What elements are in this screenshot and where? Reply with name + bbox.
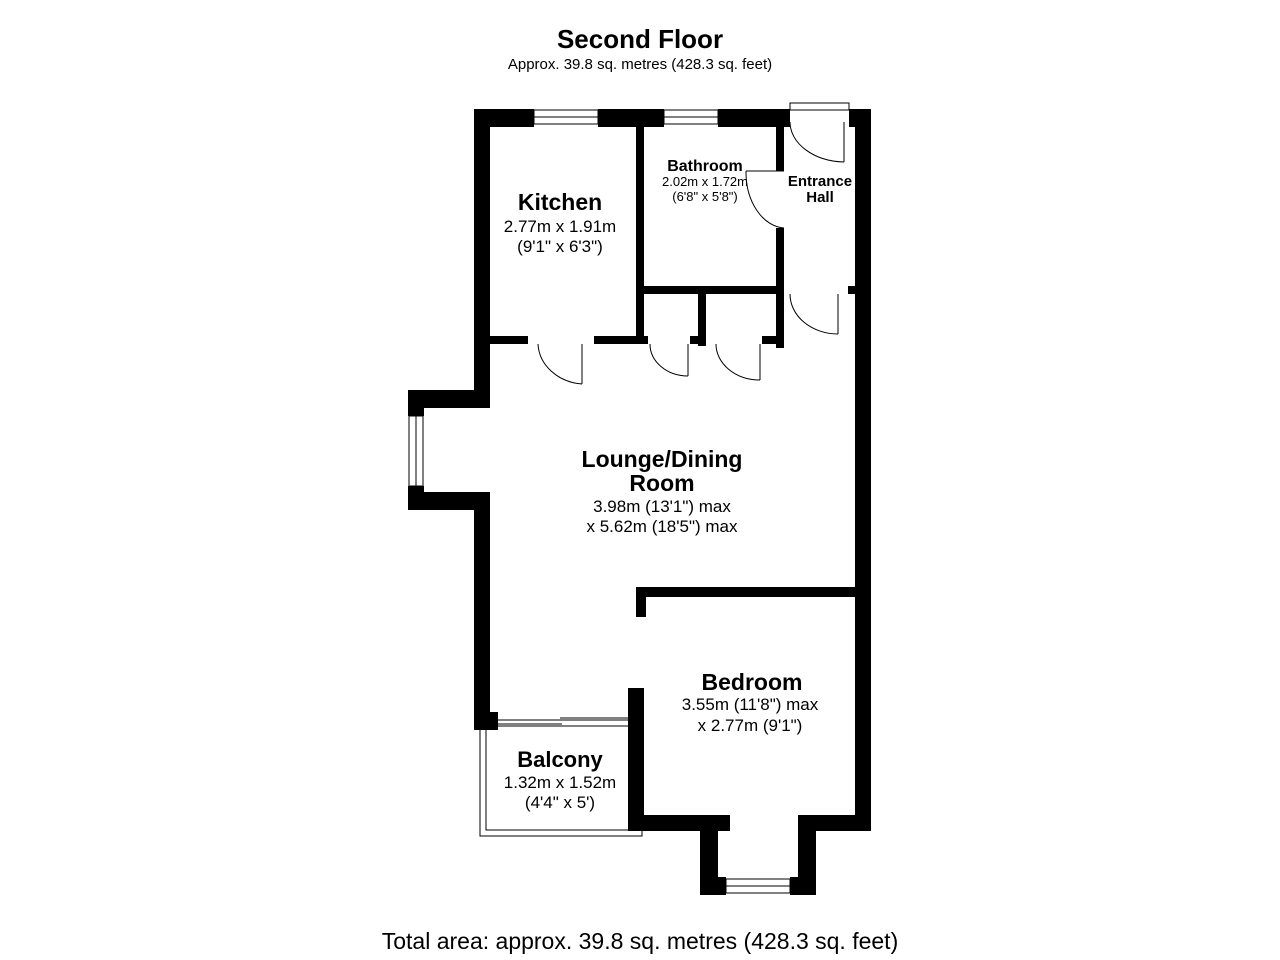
room-balcony: Balcony 1.32m x 1.52m (4'4" x 5') <box>504 747 616 812</box>
hall-door <box>789 293 839 335</box>
room-lounge: Lounge/Dining Room 3.98m (13'1") max x 5… <box>582 446 743 536</box>
wall-bay-bottom <box>408 492 490 510</box>
bathroom-window <box>663 109 719 125</box>
entrance-name-line2: Hall <box>806 189 834 206</box>
room-bathroom: Bathroom 2.02m x 1.72m (6'8" x 5'8") <box>662 158 748 204</box>
cupboard-door-2 <box>715 343 761 381</box>
kitchen-window <box>533 109 599 125</box>
wall-bedroom-top-stub <box>636 587 646 617</box>
wall-hall-partition-bottom <box>776 228 784 348</box>
bedroom-window <box>725 878 791 894</box>
wall-bedroom-bay-right <box>798 815 816 895</box>
entrance-name-line1: Entrance <box>788 173 852 190</box>
floor-title: Second Floor <box>556 24 724 54</box>
wall-bathroom-bottom <box>636 286 784 294</box>
bathroom-name: Bathroom <box>667 158 743 175</box>
wall-bedroom-top <box>636 587 861 597</box>
wall-kitchen-bottom-right <box>594 336 644 344</box>
bathroom-dim-metric: 2.02m x 1.72m <box>662 174 748 189</box>
wall-left-kitchen <box>474 109 490 391</box>
kitchen-name: Kitchen <box>518 189 602 215</box>
balcony-name: Balcony <box>517 747 603 772</box>
bedroom-name: Bedroom <box>702 669 803 695</box>
bathroom-door <box>745 170 785 229</box>
wall-right <box>855 109 871 831</box>
wall-bay-top <box>408 390 490 408</box>
kitchen-dim-metric: 2.77m x 1.91m <box>504 217 616 236</box>
room-bedroom: Bedroom 3.55m (11'8") max x 2.77m (9'1") <box>682 669 819 735</box>
balcony-dim-imperial: (4'4" x 5') <box>525 793 595 812</box>
wall-bottom-right <box>798 815 871 831</box>
bedroom-dim-length: x 2.77m (9'1") <box>698 716 803 735</box>
wall-bedroom-bay-left <box>700 815 718 895</box>
wall-top-mid <box>598 109 664 127</box>
lounge-name-line2: Room <box>629 470 694 496</box>
bathroom-dim-imperial: (6'8" x 5'8") <box>672 189 738 204</box>
wall-kitchen-right <box>636 109 644 343</box>
wall-bay-left-top <box>408 390 424 416</box>
kitchen-dim-imperial: (9'1" x 6'3") <box>517 237 603 256</box>
lounge-name-line1: Lounge/Dining <box>582 446 743 472</box>
wall-bedroom-bay-bl <box>700 877 726 895</box>
wall-cupboard-bottom-c <box>762 336 784 344</box>
wall-left-lounge <box>474 492 490 730</box>
kitchen-door <box>537 343 583 385</box>
wall-top-right <box>718 109 790 127</box>
wall-cupboard-bottom-a <box>636 336 648 344</box>
cupboard-door-1 <box>649 343 689 377</box>
entrance-door <box>789 121 845 163</box>
floor-area-subtitle: Approx. 39.8 sq. metres (428.3 sq. feet) <box>507 56 773 73</box>
room-kitchen: Kitchen 2.77m x 1.91m (9'1" x 6'3") <box>504 189 616 256</box>
wall-bedroom-bay-br <box>790 877 816 895</box>
total-area-footer: Total area: approx. 39.8 sq. metres (428… <box>381 928 899 954</box>
room-entrance-hall: Entrance Hall <box>788 173 852 206</box>
entrance-frame <box>789 102 850 111</box>
wall-hall-partition-top <box>776 109 784 171</box>
lounge-dim-length: x 5.62m (18'5") max <box>587 517 738 536</box>
wall-cupboard-divider <box>698 286 706 346</box>
lounge-window <box>408 415 424 487</box>
doors <box>537 121 845 385</box>
wall-cupboard-bottom-b <box>690 336 706 344</box>
lounge-dim-width: 3.98m (13'1") max <box>593 497 731 516</box>
balcony-dim-metric: 1.32m x 1.52m <box>504 773 616 792</box>
windows <box>408 109 791 894</box>
wall-kitchen-bottom-left <box>486 336 528 344</box>
bedroom-dim-width: 3.55m (11'8") max <box>682 695 819 714</box>
balcony-outline <box>479 717 643 837</box>
wall-hall-stub <box>848 286 860 294</box>
